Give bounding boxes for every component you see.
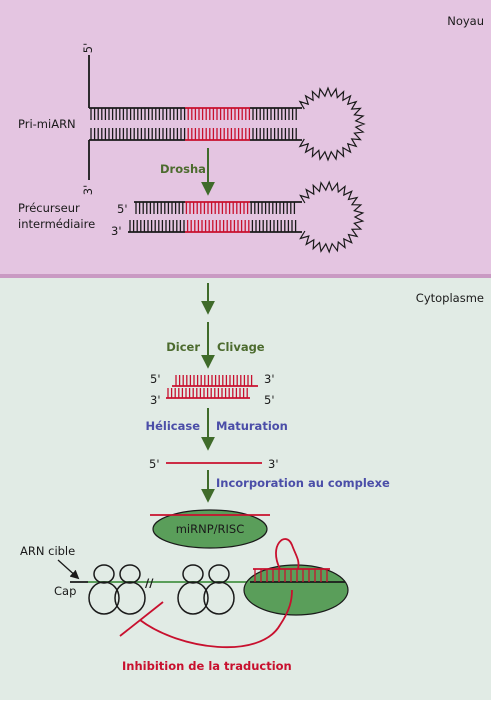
precursor-ticks-bottom xyxy=(129,220,297,232)
target-label: ARN cible xyxy=(20,544,75,558)
duplex-ticks-bottom xyxy=(167,388,248,398)
duplex-top5: 5' xyxy=(150,372,160,386)
mature-end5: 5' xyxy=(149,457,159,471)
bound-risc xyxy=(243,538,349,616)
mature-end3: 3' xyxy=(268,457,278,471)
target-pointer-arrow xyxy=(57,559,80,580)
precursor-end3: 3' xyxy=(111,224,121,238)
mirna-bulge-loop xyxy=(275,538,300,570)
pri-mirna-end3: 3' xyxy=(81,185,95,195)
pri-mirna-label: Pri-miARN xyxy=(18,117,76,131)
helicase-label: Hélicase xyxy=(145,419,200,433)
precursor-loop xyxy=(299,180,365,254)
ribosome-4 xyxy=(203,564,235,615)
precursor-end5: 5' xyxy=(117,202,127,216)
precursor-ticks-top xyxy=(135,202,296,214)
duplex-bottom3: 3' xyxy=(150,393,160,407)
ribosome-2 xyxy=(114,564,146,615)
ribosome-3 xyxy=(177,564,209,615)
sequence-break-mark: // xyxy=(145,576,154,590)
clivage-label: Clivage xyxy=(217,340,265,354)
pri-mirna-end5: 5' xyxy=(81,43,95,53)
risc-complex: miRNP/RISC xyxy=(150,509,270,549)
ribosome-1 xyxy=(88,564,120,615)
precursor-label-line1: Précurseur xyxy=(18,201,80,215)
cytoplasm-region xyxy=(0,276,491,700)
duplex-top3: 3' xyxy=(264,372,274,386)
nucleus-label: Noyau xyxy=(447,14,484,28)
mature-mirna: 5' 3' xyxy=(149,457,278,471)
pri-mirna: 5' 3' Pri-miARN xyxy=(18,43,366,195)
duplex-bottom5: 5' xyxy=(264,393,274,407)
inhibition-curve xyxy=(139,589,293,649)
inhibition-label: Inhibition de la traduction xyxy=(122,659,292,673)
pri-mirna-ticks-top xyxy=(90,108,297,120)
duplex-ticks-top xyxy=(175,375,253,386)
precursor-label-line2: intermédiaire xyxy=(18,217,95,231)
inhibition-bar xyxy=(119,601,164,637)
cap-label: Cap xyxy=(54,584,76,598)
pri-mirna-loop xyxy=(298,86,366,162)
precursor: 5' 3' Précurseur intermédiaire xyxy=(18,180,365,254)
risc-label: miRNP/RISC xyxy=(176,522,245,536)
cytoplasm-label: Cytoplasme xyxy=(416,291,484,305)
dicer-label: Dicer xyxy=(166,340,200,354)
incorporation-label: Incorporation au complexe xyxy=(216,476,390,490)
mirna-duplex: 5' 3' 3' 5' xyxy=(150,372,274,407)
bound-pairing-ticks xyxy=(254,569,328,582)
target-mrna: ARN cible Cap // xyxy=(20,538,349,649)
drosha-label: Drosha xyxy=(160,162,206,176)
pri-mirna-ticks-bottom xyxy=(90,128,297,140)
maturation-label: Maturation xyxy=(216,419,288,433)
